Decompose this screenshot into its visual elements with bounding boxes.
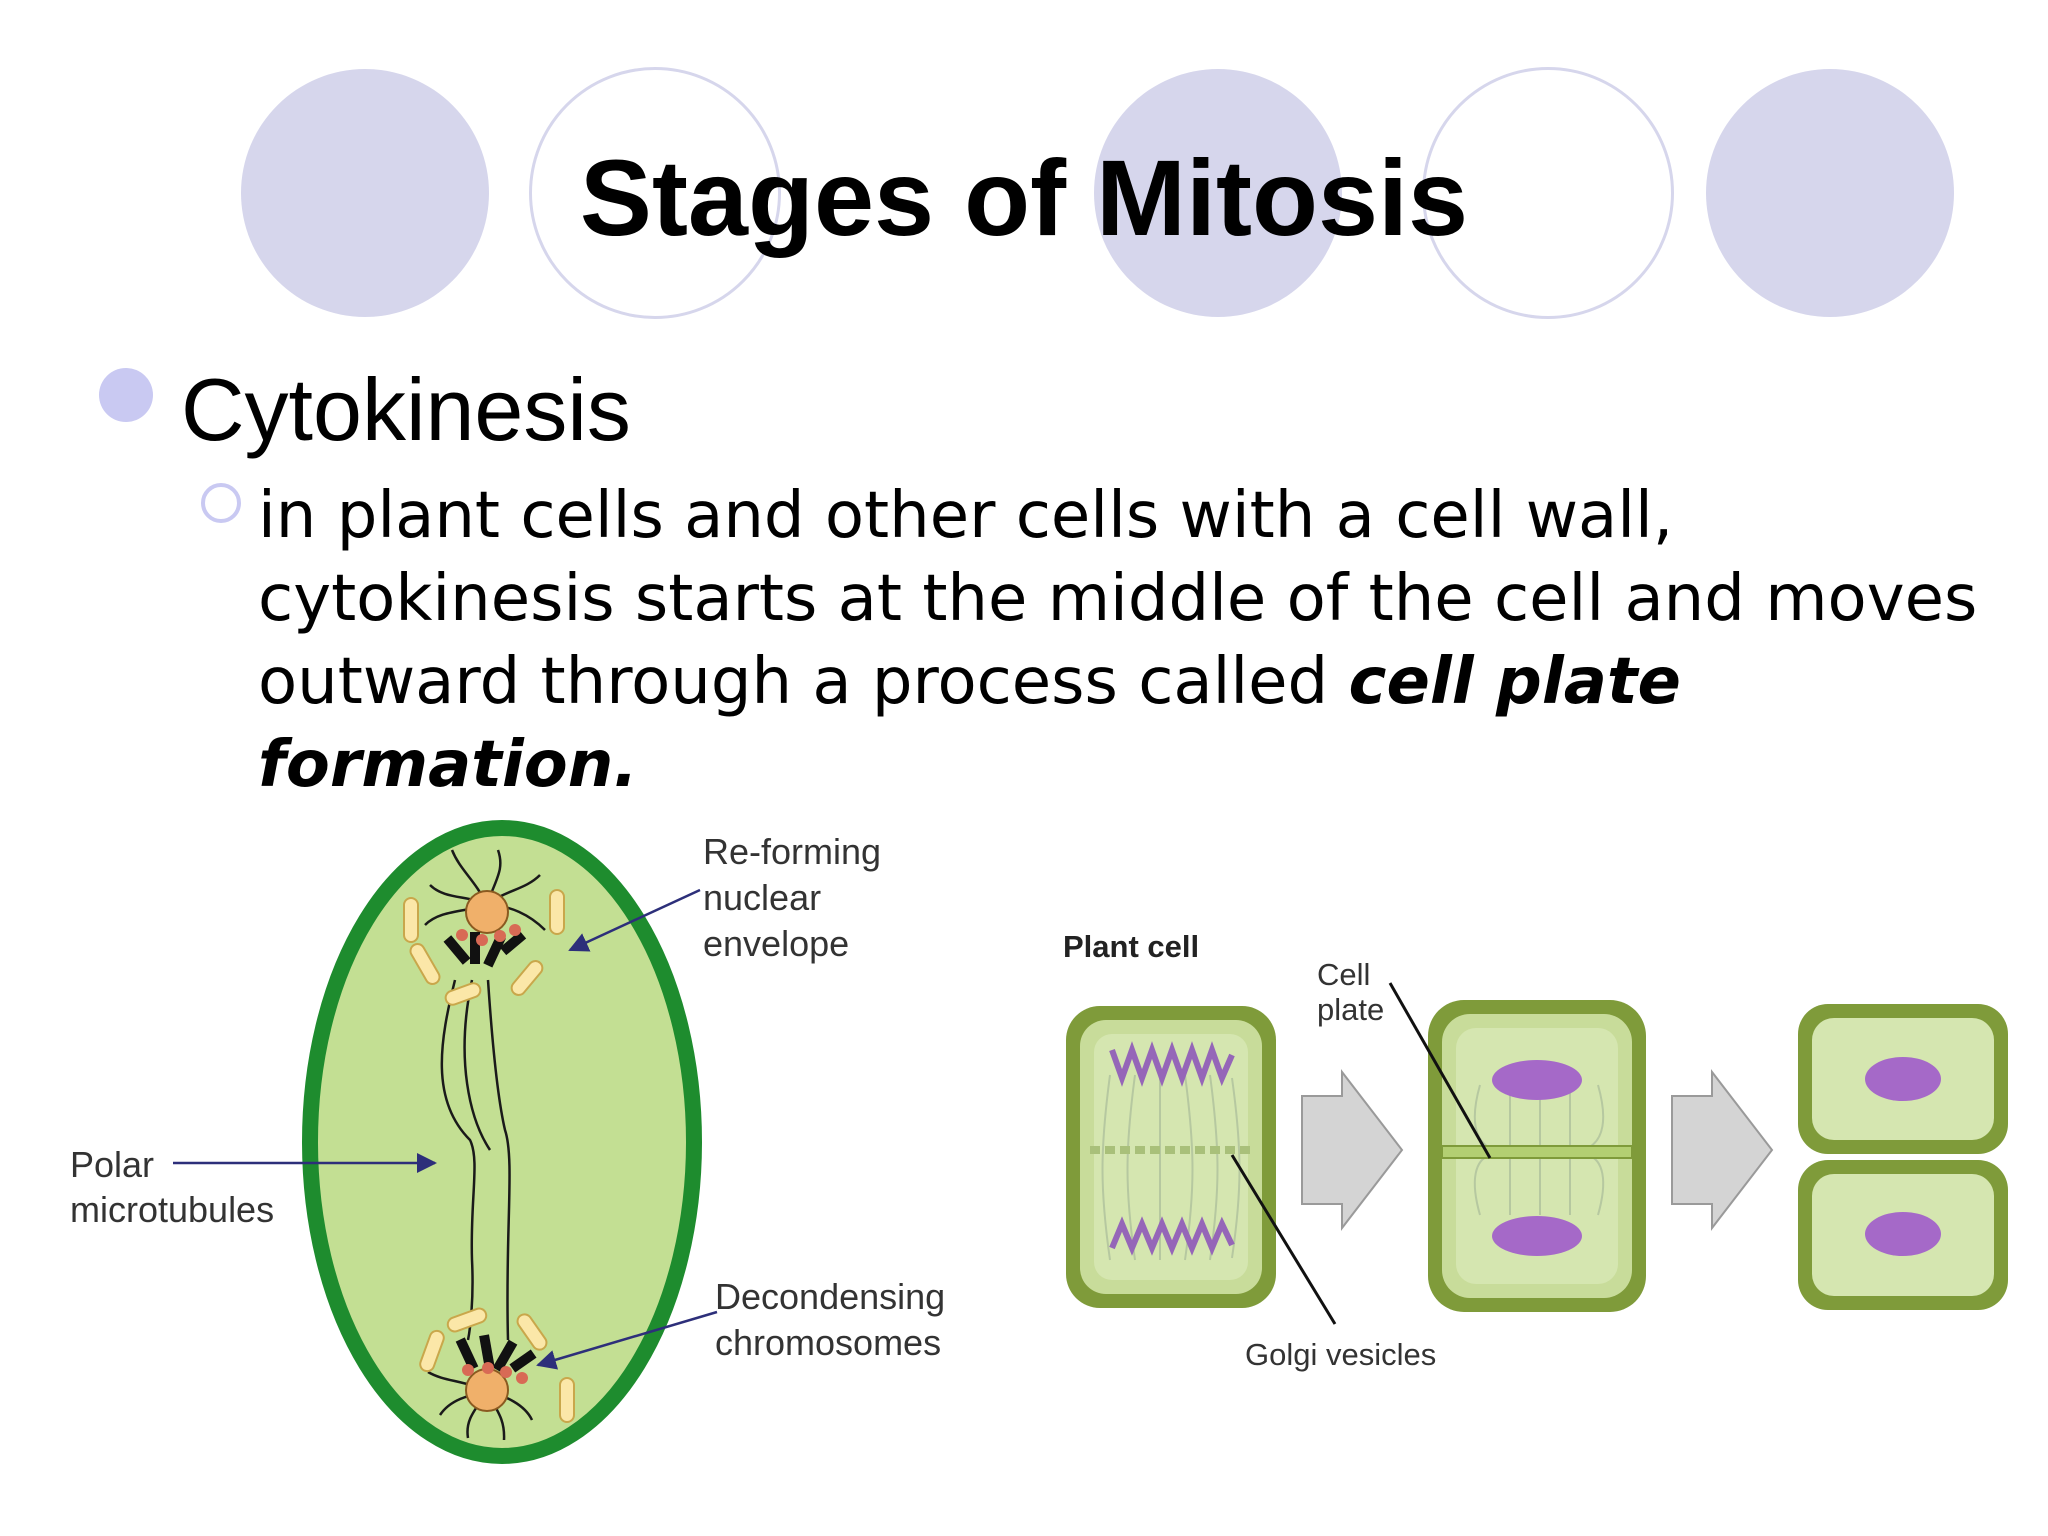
decorative-ring-1 <box>529 67 781 319</box>
label-chromosomes: chromosomes <box>715 1322 941 1363</box>
label-cell: Cell <box>1317 957 1370 992</box>
telophase-cell-diagram: Re-forming nuclear envelope Polar microt… <box>70 820 945 1464</box>
cell-stage-2 <box>1428 1000 1646 1312</box>
bullet-ring-icon <box>201 483 241 523</box>
label-golgi-vesicles: Golgi vesicles <box>1245 1337 1436 1372</box>
polar-microtubules <box>440 979 511 1341</box>
bullet-filled-icon <box>99 368 153 422</box>
body-text-plain: in plant cells and other cells with a ce… <box>258 479 1978 719</box>
label-plate: plate <box>1317 992 1384 1027</box>
label-polar: Polar <box>70 1144 154 1185</box>
centrosome-top <box>465 890 509 934</box>
cell-plate-leader <box>1388 982 1492 1159</box>
cell-stage-3 <box>1798 1004 2008 1310</box>
decorative-circle-3 <box>1706 69 1954 317</box>
bullet-heading: Cytokinesis <box>181 360 631 459</box>
label-reforming: Re-forming <box>703 831 881 872</box>
plant-cell-title: Plant cell <box>1063 929 1199 964</box>
arrow-right-icon <box>1671 1069 1774 1231</box>
body-text-emphasis: cell plate formation. <box>258 645 1681 802</box>
plant-cell-sequence: Plant cell <box>1063 929 2008 1372</box>
label-decondensing: Decondensing <box>715 1276 945 1317</box>
envelope-arrow <box>568 888 701 952</box>
slide-title: Stages of Mitosis <box>579 137 1469 258</box>
golgi-leader <box>1230 1154 1337 1325</box>
decorative-circle-2 <box>1094 69 1342 317</box>
cell-stage-1 <box>1066 1006 1276 1308</box>
arrow-right-icon <box>1301 1069 1404 1231</box>
cell-wall-ellipse <box>302 820 702 1464</box>
bottom-pole <box>419 1307 575 1441</box>
label-envelope: envelope <box>703 923 849 964</box>
decondensing-arrow <box>536 1310 718 1370</box>
top-pole <box>403 849 565 1006</box>
decorative-circle-1 <box>241 69 489 317</box>
decorative-ring-2 <box>1422 67 1674 319</box>
label-microtubules: microtubules <box>70 1189 274 1230</box>
label-nuclear: nuclear <box>703 877 821 918</box>
body-paragraph: in plant cells and other cells with a ce… <box>258 475 1998 807</box>
